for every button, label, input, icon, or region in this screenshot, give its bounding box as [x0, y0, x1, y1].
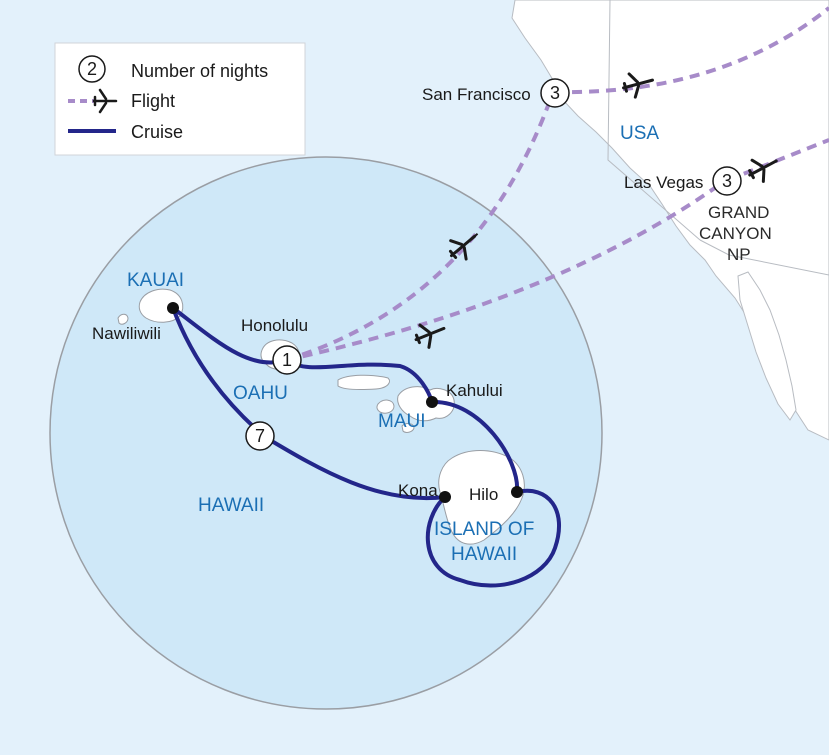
plane-icon: [414, 323, 446, 349]
flight-route-sf-honolulu: [285, 91, 555, 362]
hawaii-inset-circle: [49, 156, 603, 710]
label-island-of-hawaii-1: ISLAND OF: [434, 519, 534, 540]
baja-peninsula: [737, 271, 797, 421]
port-dot-icon: [439, 491, 451, 503]
legend: 2 Number of nights Flight Cruise: [54, 42, 306, 156]
plane-icon: [748, 158, 778, 183]
port-dot-icon: [511, 486, 523, 498]
label-grand-canyon-3: NP: [727, 245, 751, 264]
label-nawiliwili: Nawiliwili: [92, 324, 161, 343]
nights-marker-cruise: 7: [245, 421, 275, 451]
plane-icon: [448, 233, 479, 261]
label-honolulu: Honolulu: [241, 316, 308, 335]
label-san-francisco: San Francisco: [422, 85, 531, 104]
legend-cruise-label: Cruise: [131, 122, 183, 142]
flight-route-lv-east: [727, 138, 829, 182]
legend-flight-label: Flight: [131, 91, 175, 111]
legend-nights-label: Number of nights: [131, 61, 268, 81]
label-maui: MAUI: [378, 411, 426, 432]
svg-text:7: 7: [255, 426, 265, 446]
state-border: [699, 239, 829, 276]
label-kauai: KAUAI: [127, 270, 184, 291]
label-island-of-hawaii-2: HAWAII: [451, 544, 517, 565]
label-las-vegas: Las Vegas: [624, 173, 703, 192]
state-border: [607, 0, 701, 241]
island-lanai: [376, 399, 395, 414]
nights-marker-san-francisco: 3: [540, 78, 570, 108]
svg-text:3: 3: [722, 171, 732, 191]
label-kahului: Kahului: [446, 381, 503, 400]
cruise-route: [171, 306, 561, 588]
label-kona: Kona: [398, 481, 438, 500]
label-oahu: OAHU: [233, 383, 288, 404]
plane-icon: [622, 72, 654, 99]
port-dot-icon: [426, 396, 438, 408]
legend-nights-marker-icon: 2: [78, 55, 106, 83]
svg-text:2: 2: [87, 59, 97, 79]
label-usa: USA: [620, 123, 659, 144]
nights-marker-honolulu: 1: [272, 345, 302, 375]
plane-icon: [92, 88, 118, 114]
label-hawaii-region: HAWAII: [198, 495, 264, 516]
nights-marker-las-vegas: 3: [712, 166, 742, 196]
island-molokai: [337, 374, 390, 391]
port-dot-icon: [167, 302, 179, 314]
island-kahoolawe: [401, 423, 415, 433]
flight-route-lv-honolulu: [285, 178, 728, 362]
island-niihau: [117, 313, 129, 325]
label-grand-canyon-2: CANYON: [699, 224, 772, 243]
label-hilo: Hilo: [469, 485, 498, 504]
legend-flight-swatch: [68, 88, 118, 114]
svg-text:3: 3: [550, 83, 560, 103]
island-kauai: [138, 288, 184, 323]
flight-route-sf-east: [554, 6, 829, 95]
svg-text:1: 1: [282, 350, 292, 370]
label-grand-canyon-1: GRAND: [708, 203, 769, 222]
